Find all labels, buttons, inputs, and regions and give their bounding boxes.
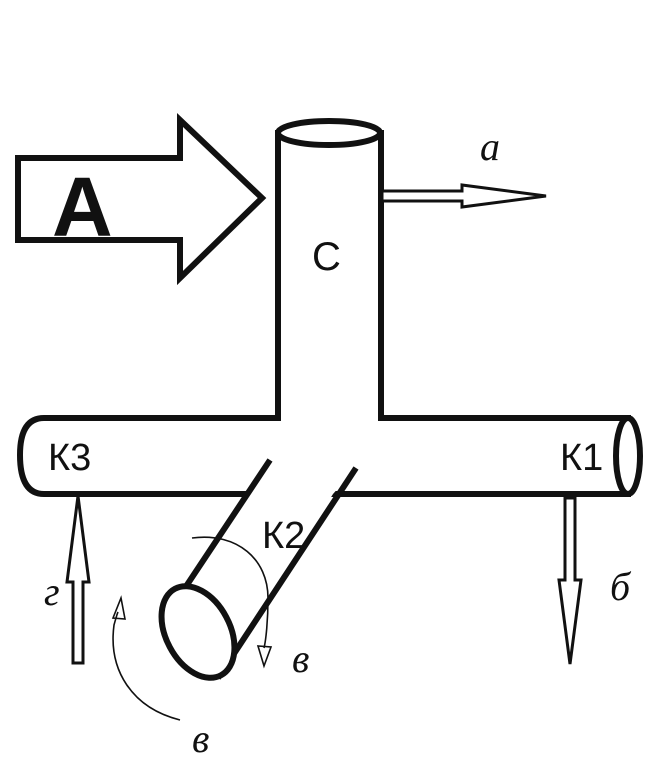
pipe-k1-end-opening <box>613 415 643 497</box>
pipe-k2-end-opening <box>158 583 238 681</box>
pipe-k3-label: К3 <box>48 437 91 479</box>
rotation-arrow-v2-head <box>111 595 126 620</box>
pipe-c-label: C <box>312 235 341 279</box>
pipe-c-top-opening <box>275 118 383 148</box>
pipe-k1-label: К1 <box>560 437 603 479</box>
rotation-arrow-v1-head <box>256 645 273 669</box>
arrow-v1-label: в <box>292 636 309 681</box>
arrow-v2-label: в <box>192 716 209 761</box>
arrow-b-label: б <box>610 564 632 609</box>
arrow-a-label: а <box>480 124 500 169</box>
pipe-k2-label: К2 <box>262 515 305 557</box>
big-arrow-label: A <box>52 160 113 254</box>
arrow-g-label: г <box>44 569 60 614</box>
pipe-k2-right-edge <box>215 466 359 680</box>
rotation-arrow-v1 <box>191 536 269 649</box>
big-arrow-a <box>15 113 267 286</box>
arrow-a <box>380 183 547 209</box>
arrow-g <box>65 495 91 665</box>
rotation-arrow-v2 <box>112 611 181 721</box>
arrow-b <box>557 496 583 665</box>
